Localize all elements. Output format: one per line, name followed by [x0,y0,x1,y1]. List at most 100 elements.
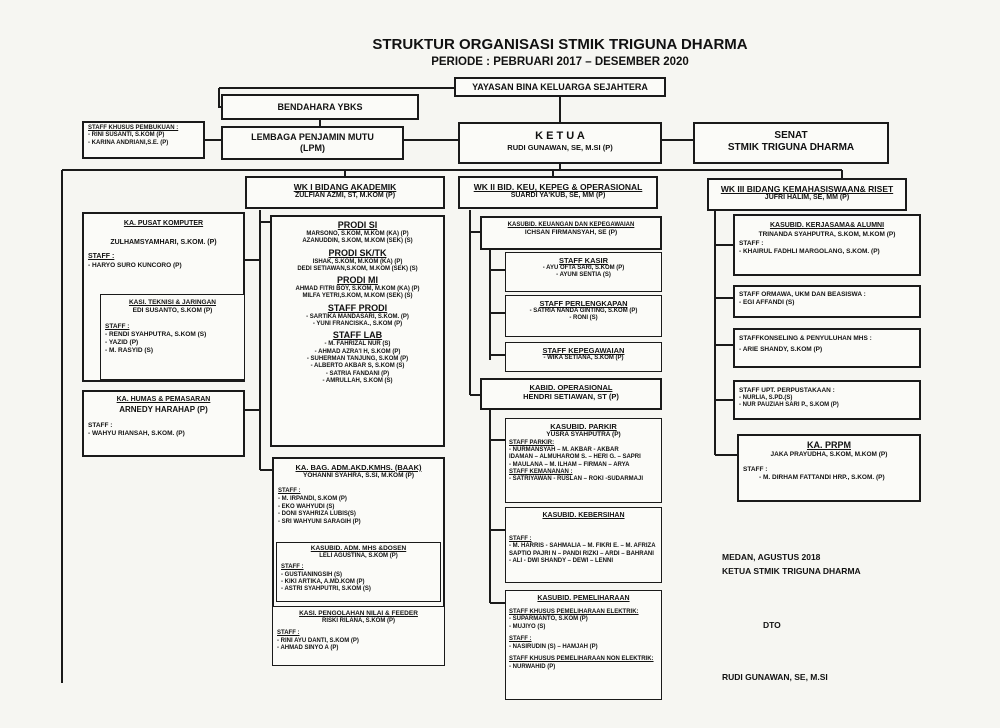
humas-name: ARNEDY HARAHAP (P) [119,404,208,414]
box-nilai: KASI. PENGOLAHAN NILAI & FEEDER RISKI RI… [272,606,445,666]
box-parkir: KASUBID. PARKIR YUSRA SYAHPUTRA (P) STAF… [505,418,662,503]
parkir-title: KASUBID. PARKIR [550,422,617,431]
prodi-line: AHMAD FITRI BOY, S.KOM, M.KOM (KA) (P) [295,286,420,293]
prodi-sktk-title: PRODI SK/TK [328,247,387,258]
baak-staff-label: STAFF : [278,488,301,495]
pembukuan-item: - RINI SUSANTI, S.KOM (P) [88,132,165,139]
box-ormawa: STAFF ORMAWA, UKM DAN BEASISWA : - EGI A… [733,285,921,318]
pemeliharaan-title: KASUBID. PEMELIHARAAN [537,595,630,602]
prpm-staff-item: - M. DIRHAM FATTANDI HRP., S.KOM. (P) [759,473,885,481]
wk2-title: WK II BID. KEU, KEPEG & OPERASIONAL [473,182,643,192]
box-lpm: LEMBAGA PENJAMIN MUTU (LPM) [221,126,404,160]
mhs-dosen-name: LELI AGUSTINA, S.KOM (P) [319,552,398,559]
teknisi-staff-label: STAFF : [105,322,130,330]
kepegawaian-item: - WIKA SETIANA, S.KOM (P) [543,355,624,362]
box-kasir: STAFF KASIR - AYU OFTA SARI, S.KOM (P) -… [505,252,662,292]
box-prodi: PRODI SI MARSONO, S.KOM, M.KOM (KA) (P) … [270,215,445,447]
ormawa-title: STAFF ORMAWA, UKM DAN BEASISWA : [739,291,866,298]
wk1-name: ZULFIAN AZMI, ST, M.KOM (P) [294,192,396,200]
mhs-dosen-staff-item: - ASTRI SYAHPUTRI, S.KOM (S) [281,586,371,593]
prpm-name: JAKA PRAYUDHA, S.KOM, M.KOM (P) [770,450,888,458]
baak-title: KA. BAG. ADM.AKD.KMHS. (BAAK) [295,463,422,472]
mhs-dosen-title: KASUBID. ADM. MHS &DOSEN [310,545,407,552]
parkir-name: YUSRA SYAHPUTRA (P) [546,431,621,439]
kebersihan-staff-label: STAFF : [509,535,532,542]
prodi-line: - SATRIA FANDANI (P) [325,370,390,377]
wk3-name: JUFRI HALIM, SE, MM (P) [764,194,850,202]
box-perpus: STAFF UPT. PERPUSTAKAAN : - NURLIA, S.PD… [733,380,921,420]
signature-name: RUDI GUNAWAN, SE, M.SI [722,672,828,682]
senat-line1: SENAT [774,130,808,141]
box-wk1: WK I BIDANG AKADEMIK ZULFIAN AZMI, ST, M… [245,176,445,209]
kebersihan-staff-item: - M. HARRIS - SAHMALIA – M. FIKRI E. – M… [509,543,656,550]
baak-name: YOHANNI SYAHRA, S.SI, M.KOM (P) [303,472,414,480]
perpus-item: - NURLIA, S.PD.(S) [739,394,793,401]
signature-role: KETUA STMIK TRIGUNA DHARMA [722,566,861,576]
box-bendahara: BENDAHARA YBKS [221,94,419,120]
nilai-staff-item: - AHMAD SINYO A (P) [277,644,339,651]
prodi-line: - AHMAD AZRA'I H, S.KOM (P) [314,348,401,355]
box-perlengkapan: STAFF PERLENGKAPAN - SATRIA NANDA GINTIN… [505,295,662,337]
konseling-item: - ARIE SHANDY, S.KOM (P) [739,345,823,353]
box-mhs-dosen: KASUBID. ADM. MHS &DOSEN LELI AGUSTINA, … [276,542,441,602]
elektrik-staff-item: - SUPARMANTO, S.KOM (P) [509,616,588,623]
staff-prodi-title: STAFF PRODI [327,302,388,313]
pembukuan-item: - KARINA ANDRIANI,S.E. (P) [88,139,169,146]
box-pemeliharaan: KASUBID. PEMELIHARAAN STAFF KHUSUS PEMEL… [505,590,662,700]
box-pembukuan: STAFF KHUSUS PEMBUKUAN : - RINI SUSANTI,… [82,121,205,159]
wk2-name: SUARDI YA'KUB, SE, MM (P) [510,192,606,200]
kerjasama-staff-label: STAFF : [739,240,764,248]
perlengkapan-title: STAFF PERLENGKAPAN [539,299,628,308]
perlengkapan-item: - SATRIA NANDA GINTING, S.KOM (P) [529,308,638,315]
box-kepegawaian: STAFF KEPEGAWAIAN - WIKA SETIANA, S.KOM … [505,342,662,372]
teknisi-title: KASI. TEKNISI & JARINGAN [128,299,217,306]
parkir-staff-item: - NURMANSYAH – M. AKBAR - AKBAR [509,447,619,454]
puskom-title: KA. PUSAT KOMPUTER [123,220,204,227]
teknisi-staff-item: - RENDI SYAHPUTRA, S.KOM (S) [105,330,207,338]
keamanan-staff-label: STAFF KEMANANAN : [509,468,573,475]
box-senat: SENAT STMIK TRIGUNA DHARMA [693,122,889,164]
parkir-staff-item: IDAMAN – ALMUHAROM S. – HERI G. – SAPRI [509,454,641,461]
perpus-title: STAFF UPT. PERPUSTAKAAN : [739,387,835,394]
baak-staff-item: - SRI WAHYUNI SARAGIH (P) [278,519,361,526]
box-operasional: KABID. OPERASIONAL HENDRI SETIAWAN, ST (… [480,378,662,410]
wk3-title: WK III BIDANG KEMAHASISWAAN& RISET [720,184,894,194]
elektrik-staff-label: STAFF KHUSUS PEMELIHARAAN ELEKTRIK: [509,608,639,615]
humas-staff-label: STAFF : [88,422,113,430]
non-elektrik-staff-label: STAFF KHUSUS PEMELIHARAAN NON ELEKTRIK: [509,656,654,663]
wk1-title: WK I BIDANG AKADEMIK [293,182,397,192]
keuangan-name: ICHSAN FIRMANSYAH, SE (P) [524,229,618,237]
puskom-name: ZULHAMSYAMHARI, S.KOM. (P) [110,238,217,246]
kasir-title: STAFF KASIR [558,256,609,265]
kebersihan-staff-item: SAPTIO PAJRI N – PANDI RIZKI – ARDI – BA… [509,550,654,557]
nilai-staff-label: STAFF : [277,630,300,637]
signature-place-date: MEDAN, AGUSTUS 2018 [722,552,821,562]
prodi-line: - M. FAHRIZAL NUR (S) [324,341,391,348]
prpm-staff-label: STAFF : [743,465,768,473]
puskom-staff-item: - HARYO SURO KUNCORO (P) [88,261,182,269]
kasir-item: - AYU OFTA SARI, S.KOM (P) [542,265,625,272]
box-prpm: KA. PRPM JAKA PRAYUDHA, S.KOM, M.KOM (P)… [737,434,921,502]
parkir-staff-item: - MAULANA – M. ILHAM – FIRMAN – ARYA [509,461,630,468]
humas-title: KA. HUMAS & PEMASARAN [116,396,211,403]
chart-title: STRUKTUR ORGANISASI STMIK TRIGUNA DHARMA [372,36,748,53]
box-keuangan: KASUBID. KEUANGAN DAN KEPEGAWAIAN ICHSAN… [480,216,662,250]
senat-line2: STMIK TRIGUNA DHARMA [727,142,855,154]
humas-staff-item: - WAHYU RIANSAH, S.KOM. (P) [88,430,185,438]
prpm-title: KA. PRPM [806,440,851,450]
puskom-staff-label: STAFF : [88,253,115,261]
operasional-title: KABID. OPERASIONAL [529,383,613,392]
box-wk2: WK II BID. KEU, KEPEG & OPERASIONAL SUAR… [458,176,658,209]
prodi-mi-title: PRODI MI [336,275,378,286]
prodi-line: MARSONO, S.KOM, M.KOM (KA) (P) [306,230,409,237]
perpus-item: - NUR PAUZIAH SARI P., S.KOM (P) [739,402,839,409]
mhs-dosen-staff-item: - GUSTIANINGSIH (S) [281,571,342,578]
prodi-line: DEDI SETIAWAN,S.KOM, M.KOM (SEK) (S) [297,265,418,272]
parkir-staff-label: STAFF PARKIR: [509,440,555,447]
konseling-title: STAFFKONSELING & PENYULUHAN MHS : [739,335,872,342]
prodi-line: - YUNI FRANCISKA., S.KOM (P) [312,321,403,328]
lpm-line2: (LPM) [300,142,325,153]
bendahara-label: BENDAHARA YBKS [277,102,363,112]
elektrik-staff-item: - MUJIYO (S) [509,623,546,630]
